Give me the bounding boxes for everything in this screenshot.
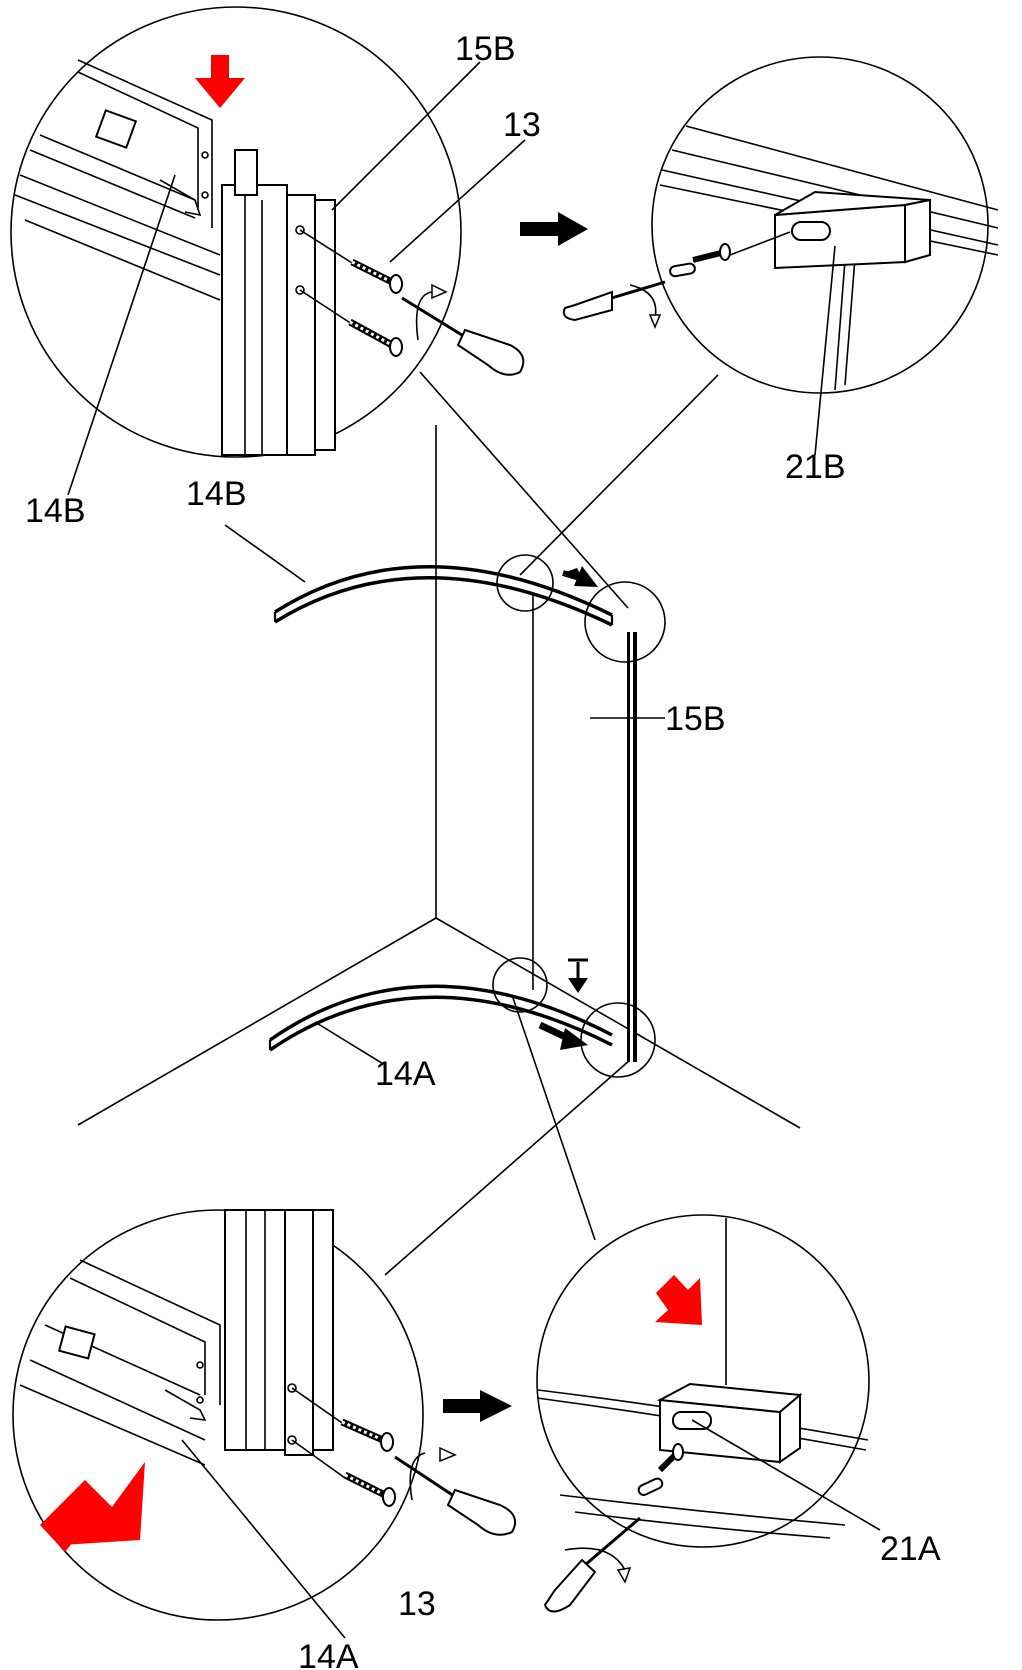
arrow-right-black-icon: [520, 212, 588, 246]
screw-icon: [340, 1418, 394, 1452]
label-14B-detail: 14B: [25, 492, 86, 530]
label-13-top: 13: [503, 106, 541, 144]
label-15B-main: 15B: [665, 700, 726, 738]
arrow-down-right-red-icon: [655, 1275, 702, 1325]
label-15B-top: 15B: [455, 30, 516, 68]
arrow-up-right-red-icon: [40, 1462, 145, 1552]
label-14A-main: 14A: [375, 1055, 436, 1093]
rotate-clockwise-icon: [564, 1547, 626, 1571]
screw-icon: [343, 1471, 396, 1507]
screw-icon: [657, 1443, 684, 1473]
label-21A: 21A: [880, 1530, 941, 1568]
arrow-right-black-icon: [443, 1390, 512, 1422]
screwdriver-icon: [394, 1455, 516, 1536]
arrow-down-black-icon: [568, 958, 588, 993]
label-21B: 21B: [785, 448, 846, 486]
room-corner: [77, 425, 801, 1129]
screw-icon: [692, 243, 731, 263]
screwdriver-icon: [543, 1516, 641, 1613]
detail-top-right: [562, 56, 999, 456]
arrow-right-black-icon: [538, 1021, 588, 1050]
detail-connector-lines: [384, 371, 719, 1276]
label-14A-detail: 14A: [298, 1638, 359, 1670]
arrow-down-red-icon: [195, 55, 245, 108]
rotate-clockwise-icon: [409, 1452, 426, 1501]
main-assembly: [268, 554, 666, 1078]
screw-icon: [350, 258, 403, 294]
label-14B-main: 14B: [186, 475, 247, 513]
rotate-clockwise-icon: [629, 284, 657, 319]
screwdriver-icon: [562, 280, 666, 322]
label-13-bottom: 13: [398, 1585, 436, 1623]
screw-icon: [348, 318, 403, 357]
detail-bottom-left: [12, 1209, 516, 1639]
screwdriver-icon: [401, 296, 525, 376]
detail-bottom-right: [536, 1214, 881, 1613]
rotate-clockwise-icon: [415, 291, 433, 341]
detail-top-left: [10, 6, 525, 458]
label-leaders: [67, 61, 665, 1066]
arrow-right-black-icon: [562, 566, 598, 587]
